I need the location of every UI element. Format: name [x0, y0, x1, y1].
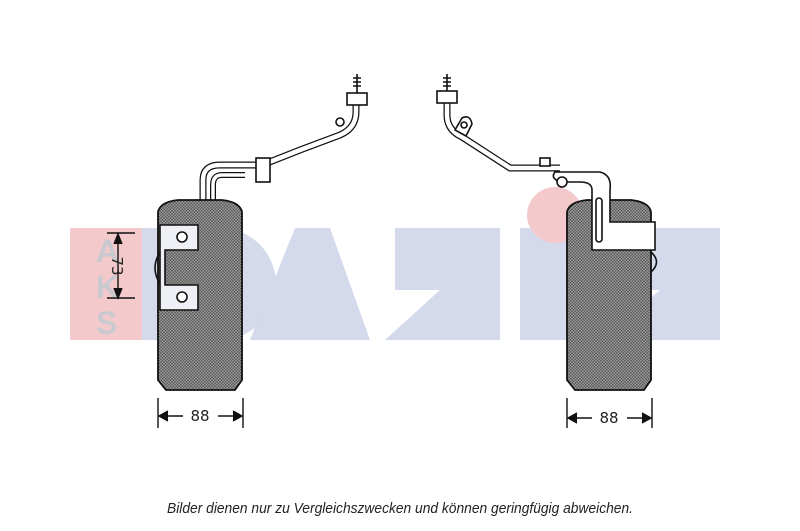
left-view: [107, 74, 368, 391]
watermark-sub-letters: A K S: [96, 233, 119, 341]
right-pipe-nut: [436, 90, 458, 104]
right-bracket: [552, 171, 656, 251]
right-width-dimension: [566, 398, 653, 428]
right-pipe-thread: [443, 74, 451, 91]
left-height-dimension: [107, 232, 135, 300]
left-pipe-thread: [353, 74, 361, 93]
left-bracket: [159, 224, 199, 311]
left-width-dimension: [157, 398, 244, 428]
disclaimer-caption: Bilder dienen nur zu Vergleichszwecken u…: [167, 500, 633, 517]
watermark-letter-s: [385, 228, 500, 340]
svg-text:A: A: [96, 233, 119, 269]
svg-text:K: K: [96, 269, 119, 305]
right-view: [436, 74, 658, 391]
left-height-label: 73: [108, 256, 126, 275]
right-width-label: 88: [599, 409, 618, 427]
watermark-pink-block: [70, 228, 142, 340]
left-pipe-nut: [346, 92, 368, 106]
watermark-letter-a: [250, 228, 370, 340]
left-width-label: 88: [190, 407, 209, 425]
left-pipe-coupling: [255, 157, 271, 183]
left-pipe: [199, 100, 360, 205]
svg-text:S: S: [96, 305, 117, 341]
